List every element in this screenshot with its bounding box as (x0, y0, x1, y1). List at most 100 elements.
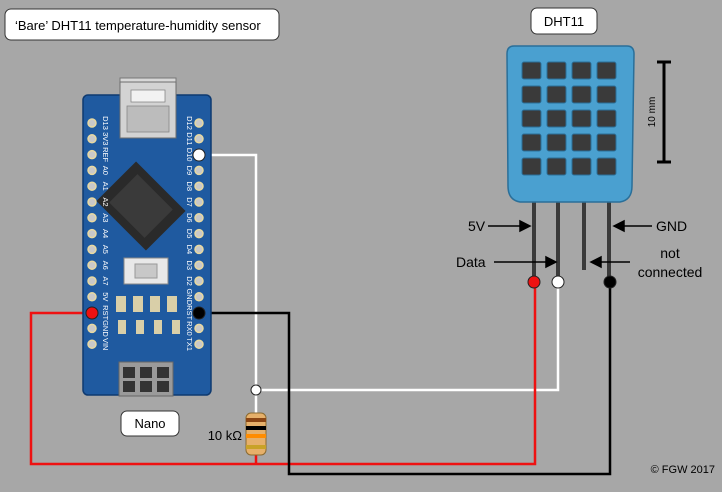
copyright-notice: © FGW 2017 (651, 464, 715, 476)
right-header-pin-label: RST (185, 305, 194, 320)
dht11-label-box: DHT11 (530, 7, 598, 35)
grille-hole (571, 109, 592, 128)
grille-hole (571, 133, 592, 152)
dht11-label: DHT11 (544, 14, 584, 29)
scale-bar-label: 10 mm (647, 97, 658, 128)
dht11-vcc-pin-dot (527, 275, 541, 289)
left-header-pin-hole (87, 339, 97, 349)
title-box: ‘Bare’ DHT11 temperature-humidity sensor (4, 8, 280, 41)
grille-hole (571, 61, 592, 80)
dht11-data-pin-dot (551, 275, 565, 289)
header-pin-labels: D133V3REFA0A1A2A3A4A5A6A75VRSTGNDVIND12D… (101, 116, 194, 351)
right-header-pin-label: TX1 (185, 337, 194, 351)
right-header-pin-label: D9 (185, 166, 194, 176)
right-header-pin-label: D5 (185, 229, 194, 239)
pin-arrows (488, 219, 652, 269)
right-header-pin-hole (194, 197, 204, 207)
right-header-pin-hole (194, 118, 204, 128)
left-header-pin-label: A5 (101, 245, 110, 254)
grille-hole (521, 61, 542, 80)
grille-hole (596, 157, 617, 176)
icsp-header (118, 361, 174, 397)
right-header-pin-label: D4 (185, 245, 194, 255)
black-gnd-wire (199, 282, 612, 476)
nano-5v-pin-dot (85, 306, 99, 320)
left-header-pin-hole (87, 244, 97, 255)
grille-hole (546, 133, 567, 152)
grille-hole (521, 157, 542, 176)
grille-hole (596, 61, 617, 80)
right-header-pin-label: D12 (185, 116, 194, 130)
left-header-pin-hole (87, 134, 97, 144)
left-header-pin-hole (87, 323, 97, 334)
scale-bar (657, 60, 671, 164)
left-header-pin-hole (87, 149, 97, 160)
sensor-pin-leads (532, 196, 611, 280)
pin-label-not: not (660, 245, 680, 261)
grille-hole (546, 61, 567, 80)
red-5v-wire (29, 282, 537, 466)
right-header-pin-label: D10 (185, 148, 194, 162)
right-header-pin-label: D3 (185, 260, 194, 270)
right-header-pin-label: D6 (185, 213, 194, 223)
left-header-pin-label: 3V3 (101, 132, 110, 145)
left-header-pin-label: A3 (101, 213, 110, 222)
right-header-pin-label: GND (185, 288, 194, 305)
left-header-pin-label: A2 (101, 197, 110, 206)
right-header-pin-hole (194, 323, 204, 334)
right-header-pin-hole (194, 292, 204, 302)
dht11-gnd-pin-dot (603, 275, 617, 289)
grille-hole (546, 85, 567, 104)
microcontroller-chip (96, 161, 186, 251)
left-header-pin-label: GND (101, 320, 110, 337)
left-header-pin-hole (87, 118, 97, 128)
grille-hole (521, 109, 542, 128)
left-header-pin-label: A4 (101, 229, 110, 238)
grille-hole (596, 133, 617, 152)
left-header-pin-label: A7 (101, 276, 110, 285)
pin-label-gnd: GND (656, 218, 687, 234)
left-header-pin-label: D13 (101, 116, 110, 130)
right-header-pin-hole (194, 134, 204, 144)
grille-hole (546, 109, 567, 128)
grille-hole (546, 157, 567, 176)
right-header-pin-hole (194, 244, 204, 255)
left-header-pin-hole (87, 276, 97, 286)
smd-components (116, 296, 180, 334)
right-header-pin-label: D11 (185, 132, 194, 145)
left-header-pin-label: A0 (101, 166, 110, 175)
grille-hole (521, 85, 542, 104)
left-header-pin-label: A1 (101, 182, 110, 191)
dht11-sensor (506, 45, 635, 280)
pin-label-connected: connected (638, 264, 703, 280)
nano-label-box: Nano (120, 410, 180, 437)
grille-hole (596, 109, 617, 128)
arduino-nano-board: D133V3REFA0A1A2A3A4A5A6A75VRSTGNDVIND12D… (82, 77, 212, 397)
grille-hole (571, 85, 592, 104)
right-header-pin-hole (194, 213, 204, 223)
right-header-pin-label: D2 (185, 276, 194, 286)
left-header-pin-hole (87, 228, 97, 239)
right-header-pin-hole (194, 339, 204, 349)
sensor-grille (521, 61, 617, 176)
white-junction-dot (250, 384, 262, 396)
left-header-pin-hole (87, 292, 97, 302)
nano-gnd-pin-dot (192, 306, 206, 320)
reset-button (123, 257, 169, 285)
left-header-pin-hole (87, 213, 97, 223)
pin-label-data: Data (456, 254, 486, 270)
pull-up-resistor (245, 412, 267, 456)
left-header-pin-hole (87, 165, 97, 176)
right-header-pin-label: D8 (185, 181, 194, 191)
grille-hole (596, 85, 617, 104)
right-header-pin-label: D7 (185, 197, 194, 207)
right-header-pin-hole (194, 260, 204, 270)
grille-hole (571, 157, 592, 176)
left-header-pin-label: RST (101, 305, 110, 320)
pin-label-5v: 5V (468, 218, 486, 234)
left-header-pin-label: REF (101, 147, 110, 162)
left-header-pin-label: A6 (101, 261, 110, 270)
nano-label: Nano (134, 416, 165, 431)
left-header-pin-label: 5V (101, 292, 110, 301)
left-header-pin-hole (87, 197, 97, 207)
